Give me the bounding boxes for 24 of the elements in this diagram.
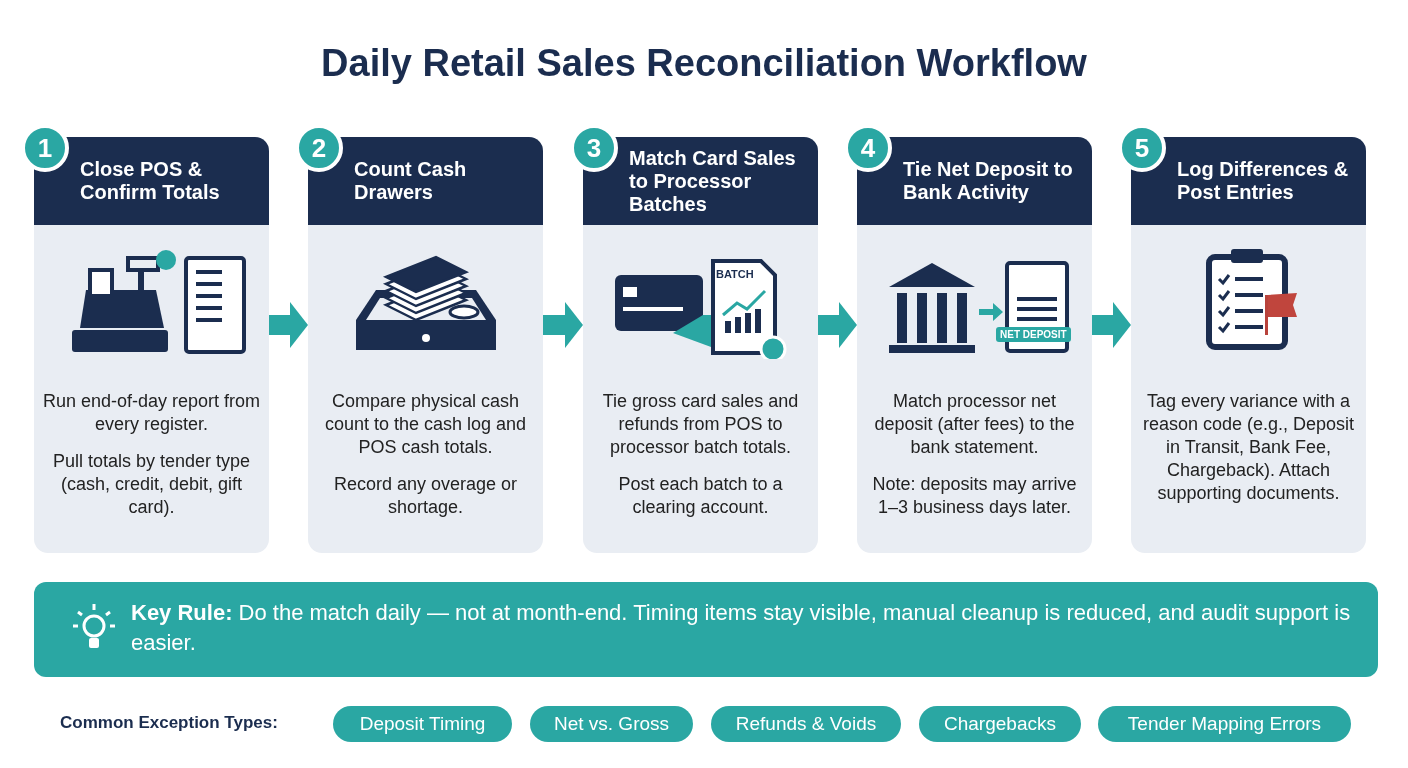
key-rule-text: Key Rule: Do the match daily — not at month-end. Timing items stay visible, manual cleanup is reduced, and audit support is easier.	[131, 599, 1351, 657]
step-description: Tie gross card sales and refunds from POS to processor batch totals.	[601, 390, 800, 459]
step-description: Note: deposits may arrive 1–3 business days later.	[871, 473, 1078, 519]
exception-tag: Net vs. Gross	[530, 706, 693, 742]
step-description: Match processor net deposit (after fees) to the bank statement.	[873, 390, 1076, 459]
arrow	[1092, 302, 1131, 348]
exception-tag: Tender Mapping Errors	[1098, 706, 1351, 742]
exception-tag: Chargebacks	[919, 706, 1081, 742]
exception-tag: Deposit Timing	[333, 706, 512, 742]
deposit-label: NET DEPOSIT	[996, 327, 1071, 342]
step-description: Post each batch to a clearing account.	[617, 473, 784, 519]
key-rule-banner	[34, 582, 1378, 677]
arrow	[818, 302, 857, 348]
arrow	[269, 302, 308, 348]
exception-types-heading: Common Exception Types:	[60, 713, 278, 733]
step-description: Tag every variance with a reason code (e.g., Deposit in Transit, Bank Fee, Chargeback). Attach supporting documents.	[1141, 390, 1356, 505]
step-description: Run end-of-day report from every register.	[42, 390, 261, 436]
exception-tag: Refunds & Voids	[711, 706, 901, 742]
arrow	[543, 302, 583, 348]
step-description: Record any overage or shortage.	[332, 473, 519, 519]
step-description: Pull totals by tender type (cash, credit, debit, gift card).	[51, 450, 252, 519]
batch-label: BATCH	[716, 268, 754, 280]
step-description: Compare physical cash count to the cash log and POS cash totals.	[323, 390, 528, 459]
title: Daily Retail Sales Reconciliation Workflow	[320, 42, 1088, 85]
